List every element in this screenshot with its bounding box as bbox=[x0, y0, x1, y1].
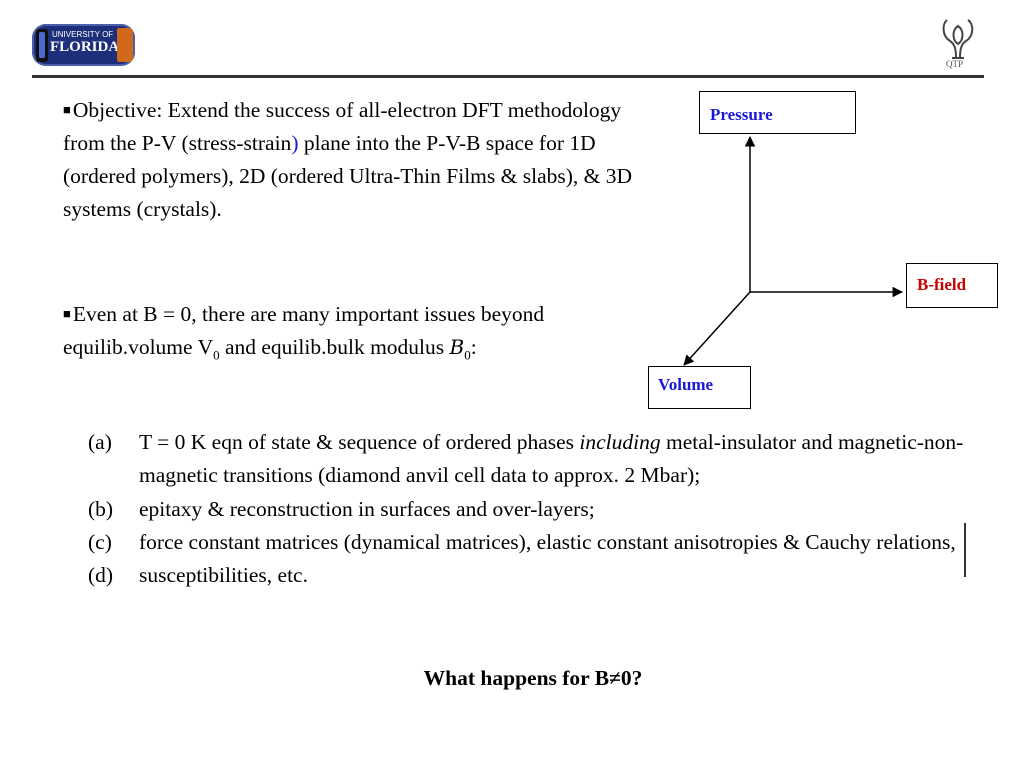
qtp-label: QTP bbox=[946, 59, 964, 69]
axes-arrows bbox=[683, 135, 904, 366]
header-divider bbox=[32, 75, 984, 78]
objective-paragraph: ■Objective: Extend the success of all-el… bbox=[63, 98, 633, 221]
bullet-icon: ■ bbox=[63, 102, 71, 117]
list-item: (a) T = 0 K eqn of state & sequence of o… bbox=[88, 430, 964, 488]
list-item: (c) force constant matrices (dynamical m… bbox=[88, 529, 956, 554]
bulk-modulus-symbol: B bbox=[449, 335, 465, 359]
logo-emblem bbox=[117, 28, 133, 62]
volume-axis bbox=[683, 291, 751, 366]
pvb-axes-diagram: Pressure B-field Volume bbox=[640, 85, 1010, 415]
list-item: (d) susceptibilities, etc. bbox=[88, 563, 308, 588]
logo-line2: FLORIDA bbox=[50, 39, 120, 55]
list-item: (b) epitaxy & reconstruction in surfaces… bbox=[88, 496, 595, 521]
vertical-divider bbox=[964, 523, 966, 577]
bfield-label: B-field bbox=[906, 263, 998, 308]
pressure-label: Pressure bbox=[699, 91, 856, 134]
logo-line1: UNIVERSITY OF bbox=[52, 30, 114, 39]
bullet-icon: ■ bbox=[63, 306, 71, 321]
qtp-logo-icon bbox=[942, 19, 974, 59]
issues-list: (a) T = 0 K eqn of state & sequence of o… bbox=[88, 426, 988, 592]
university-of-florida-logo: UNIVERSITY OF FLORIDA bbox=[32, 24, 135, 66]
closing-question: What happens for B≠0? bbox=[423, 666, 643, 690]
volume-label: Volume bbox=[648, 366, 751, 409]
issues-paragraph: ■Even at B = 0, there are many important… bbox=[63, 302, 545, 363]
